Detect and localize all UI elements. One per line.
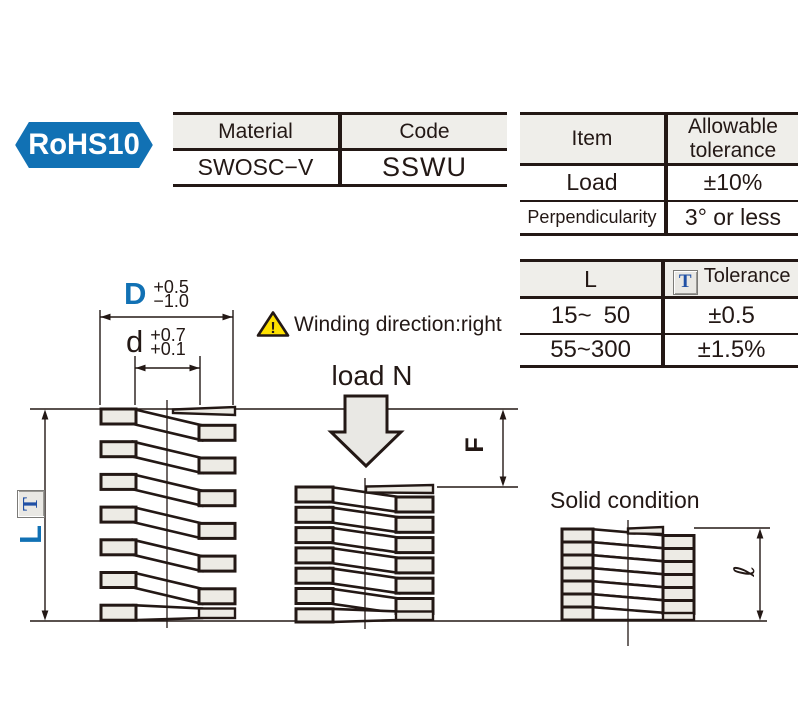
outer-diameter-letter: D <box>124 276 147 311</box>
perpendicularity-item: Perpendicularity <box>520 199 666 235</box>
material-code-table: Material Code SWOSC−V SSWU <box>173 112 507 187</box>
winding-direction-note: Winding direction:right <box>294 313 502 336</box>
F-dimension-line <box>499 409 507 487</box>
load-label: load N <box>331 360 413 391</box>
outer-diameter-tolerance: +0.5 −1.0 <box>153 277 189 311</box>
free-length-letter: L <box>13 525 48 544</box>
free-length-label-group: L T <box>13 486 48 548</box>
item-header: Item <box>520 113 666 166</box>
solid-condition-label: Solid condition <box>550 487 700 513</box>
code-value: SSWU <box>338 149 507 186</box>
solid-length-label: ℓ <box>728 565 761 577</box>
perpendicularity-tolerance: 3° or less <box>663 199 798 235</box>
warning-icon: ! <box>256 311 290 337</box>
free-spring <box>99 400 237 628</box>
warning-exclamation: ! <box>270 320 275 337</box>
compressed-spring <box>294 478 435 629</box>
D-dimension-line <box>99 310 234 405</box>
length-header: L <box>520 260 664 299</box>
inner-diameter-label-group: d +0.7 +0.1 <box>126 324 186 359</box>
load-arrow <box>327 394 405 469</box>
tolerance-icon: T <box>672 269 698 295</box>
load-tolerance: ±10% <box>663 164 798 201</box>
springs <box>99 400 696 646</box>
inner-diameter-tol-lower: +0.1 <box>150 339 186 359</box>
rohs-badge: RoHS10 <box>15 122 153 168</box>
allowable-tolerance-header: Allowable tolerance <box>663 113 798 166</box>
L-dimension-line <box>41 409 49 621</box>
outer-diameter-tol-lower: −1.0 <box>153 291 189 311</box>
code-header: Code <box>338 113 507 151</box>
free-length-tolerance-icon: T <box>17 490 45 519</box>
allowable-tolerance-table: Item Allowable tolerance Load ±10% Perpe… <box>520 112 798 236</box>
tolerance-header-label: Tolerance <box>703 264 791 287</box>
outer-diameter-tol-upper: +0.5 <box>153 277 189 297</box>
length-tolerance-2: ±1.5% <box>661 332 798 367</box>
d-dimension-line <box>134 356 201 405</box>
length-range-2: 55~300 <box>520 332 664 367</box>
material-value: SWOSC−V <box>197 154 314 180</box>
inner-diameter-tol-upper: +0.7 <box>150 325 186 345</box>
outer-diameter-label-group: D +0.5 −1.0 <box>124 276 189 311</box>
length-range-1: 15~ 50 <box>550 301 631 329</box>
inner-diameter-tolerance: +0.7 +0.1 <box>150 325 186 359</box>
length-tolerance-1: ±0.5 <box>661 297 798 334</box>
deflection-label: F <box>461 437 489 453</box>
solid-spring <box>560 520 696 646</box>
inner-diameter-letter: d <box>126 324 144 359</box>
material-header: Material <box>173 113 340 151</box>
solid-length-dimension-line <box>756 528 764 621</box>
load-item: Load <box>566 169 618 196</box>
